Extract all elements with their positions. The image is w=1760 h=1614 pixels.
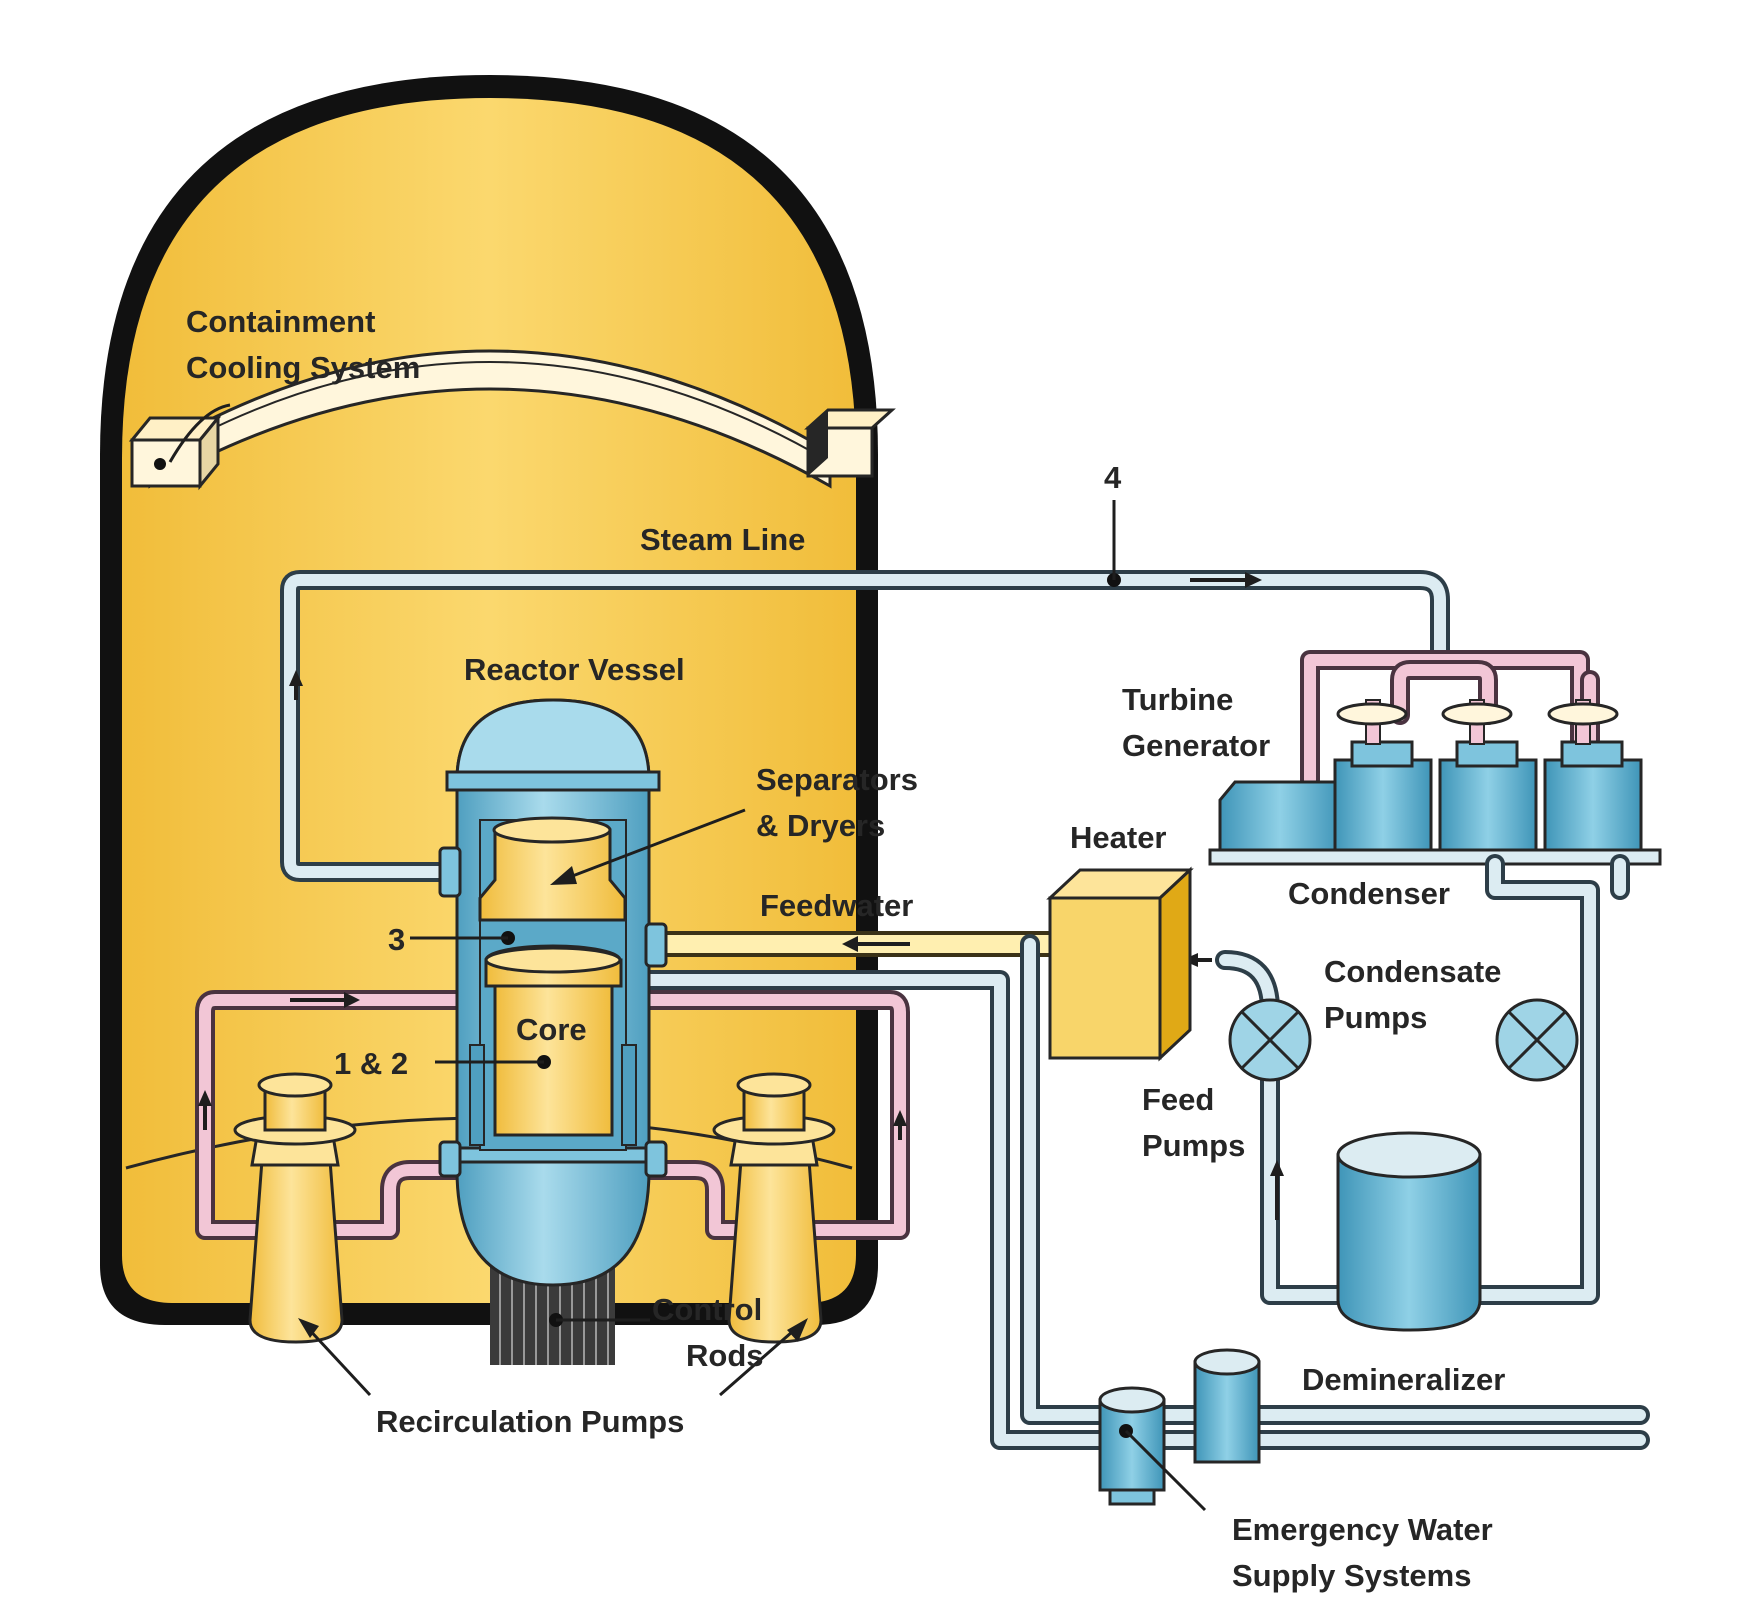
label-feed-pumps-1: Feed bbox=[1142, 1082, 1214, 1117]
feedwater-line bbox=[655, 931, 1060, 957]
flow-arrow-recirc-left-up bbox=[198, 1090, 212, 1106]
containment-cooling-system bbox=[128, 349, 896, 491]
recirc-right-arrowhead bbox=[787, 1318, 808, 1342]
label-feedwater: Feedwater bbox=[760, 888, 913, 923]
cooling-unit-left bbox=[130, 438, 202, 488]
label-control-rods-1: Control bbox=[652, 1292, 762, 1327]
label-turbine-2: Generator bbox=[1122, 728, 1270, 763]
recirculation-pump-right bbox=[712, 1072, 836, 1344]
heater bbox=[1046, 866, 1194, 1062]
condensate-loop bbox=[1182, 854, 1630, 1332]
flow-arrow-steam bbox=[1245, 572, 1262, 588]
label-control-rods-2: Rods bbox=[686, 1338, 764, 1373]
emergency-water-tanks bbox=[1098, 1348, 1261, 1506]
label-condenser: Condenser bbox=[1288, 876, 1450, 911]
turbine-unit-3 bbox=[1543, 699, 1643, 852]
recirc-left-arrowhead bbox=[298, 1318, 319, 1338]
reactor-core bbox=[484, 944, 623, 1137]
steam-line bbox=[280, 500, 1450, 882]
label-containment-cooling-1: Containment bbox=[186, 304, 375, 339]
label-turbine-1: Turbine bbox=[1122, 682, 1233, 717]
label-reactor-vessel: Reactor Vessel bbox=[464, 652, 685, 687]
turbine-generator bbox=[1208, 699, 1662, 866]
flow-arrow-condensate-up bbox=[1270, 1160, 1284, 1176]
separators-dryers bbox=[478, 816, 627, 922]
flow-arrow-recirc-left bbox=[344, 992, 360, 1008]
label-separators-2: & Dryers bbox=[756, 808, 885, 843]
recirculation-pump-left bbox=[233, 1072, 357, 1344]
label-point-3: 3 bbox=[388, 922, 405, 957]
flow-arrow-recirc-right-up bbox=[893, 1110, 907, 1126]
label-point-4: 4 bbox=[1104, 460, 1122, 495]
labels: Containment Cooling System Steam Line 4 … bbox=[186, 304, 1505, 1593]
flow-arrow-steam-up bbox=[289, 670, 303, 686]
label-point-1-2: 1 & 2 bbox=[334, 1046, 408, 1081]
label-feed-pumps-2: Pumps bbox=[1142, 1128, 1245, 1163]
emergency-piping bbox=[640, 934, 1650, 1450]
label-separators-1: Separators bbox=[756, 762, 918, 797]
cooling-unit-dot bbox=[154, 458, 166, 470]
label-containment-cooling-2: Cooling System bbox=[186, 350, 420, 385]
label-emergency-2: Supply Systems bbox=[1232, 1558, 1471, 1593]
reactor-vessel bbox=[438, 698, 668, 1365]
label-steam-line: Steam Line bbox=[640, 522, 805, 557]
label-condensate-1: Condensate bbox=[1324, 954, 1501, 989]
label-demineralizer: Demineralizer bbox=[1302, 1362, 1505, 1397]
turbine-unit-2 bbox=[1438, 699, 1538, 852]
demineralizer-tank bbox=[1336, 1131, 1482, 1332]
label-recirculation-pumps: Recirculation Pumps bbox=[376, 1404, 684, 1439]
turbine-unit-1 bbox=[1333, 699, 1433, 852]
label-condensate-2: Pumps bbox=[1324, 1000, 1427, 1035]
condensate-pump-left bbox=[1228, 998, 1312, 1082]
flow-arrow-feedwater bbox=[842, 936, 858, 952]
label-core: Core bbox=[516, 1012, 587, 1047]
label-heater: Heater bbox=[1070, 820, 1167, 855]
leader-lines bbox=[168, 403, 1207, 1512]
separators-arrowhead bbox=[550, 866, 577, 885]
label-emergency-1: Emergency Water bbox=[1232, 1512, 1493, 1547]
condensate-pump-right bbox=[1495, 998, 1579, 1082]
